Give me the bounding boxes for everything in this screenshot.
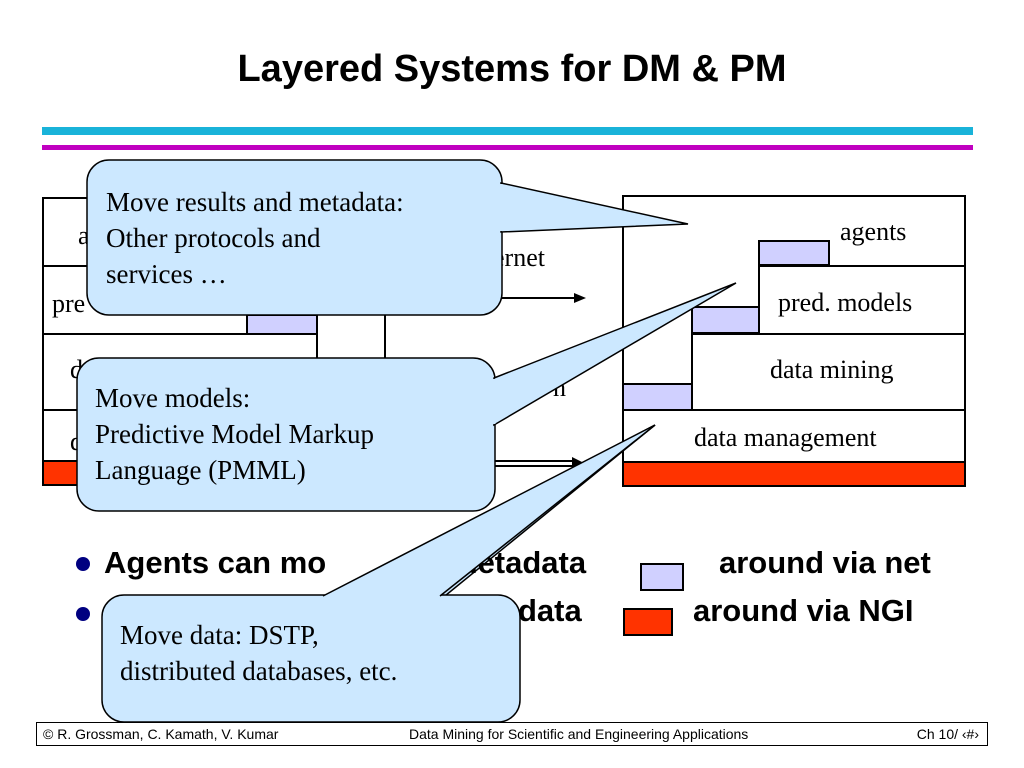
right-mgmt-label: data management <box>694 423 877 452</box>
right-dm-layer: data mining <box>691 333 966 411</box>
callout-data-text: Move data: DSTP, distributed databases, … <box>120 620 398 686</box>
right-mgmt-layer: data management <box>622 409 966 463</box>
footer-page: Ch 10/ ‹#› <box>916 726 979 742</box>
callout-models-shape <box>76 282 737 512</box>
right-pred-label: pred. models <box>778 288 913 317</box>
middle-divider <box>384 197 386 469</box>
bullet-1-prefix: Agents can mo <box>104 545 327 580</box>
callout-models-text: Move models: Predictive Model Markup Lan… <box>95 383 374 485</box>
bullet-2-data: data <box>518 593 582 628</box>
right-dm-label: data mining <box>770 355 894 384</box>
left-pred-label: pre <box>52 289 86 318</box>
title-rule-magenta <box>42 145 973 150</box>
right-agents-label: agents <box>840 217 907 246</box>
footer-authors: © R. Grossman, C. Kamath, V. Kumar <box>43 726 279 742</box>
slide-footer: © R. Grossman, C. Kamath, V. Kumar Data … <box>36 722 988 746</box>
title-rule-cyan <box>42 127 973 135</box>
slide-title: Layered Systems for DM & PM <box>237 48 787 90</box>
right-agents-layer: agents <box>828 197 966 267</box>
right-data-bar <box>622 461 966 487</box>
data-swatch <box>623 608 673 636</box>
metadata-swatch <box>640 563 684 591</box>
bullet-dot-1 <box>76 557 90 571</box>
callout-results-text: Move results and metadata: Other protoco… <box>106 187 404 289</box>
bullet-2-suffix: around via NGI <box>693 593 914 628</box>
right-pred-layer: pred. models <box>758 265 966 335</box>
bullet-1-suffix: around via net <box>719 545 931 580</box>
bullet-dot-2 <box>76 607 90 621</box>
footer-course: Data Mining for Scientific and Engineeri… <box>409 726 749 742</box>
left-agents-label: a <box>78 221 90 250</box>
callout-results-shape <box>86 159 689 316</box>
